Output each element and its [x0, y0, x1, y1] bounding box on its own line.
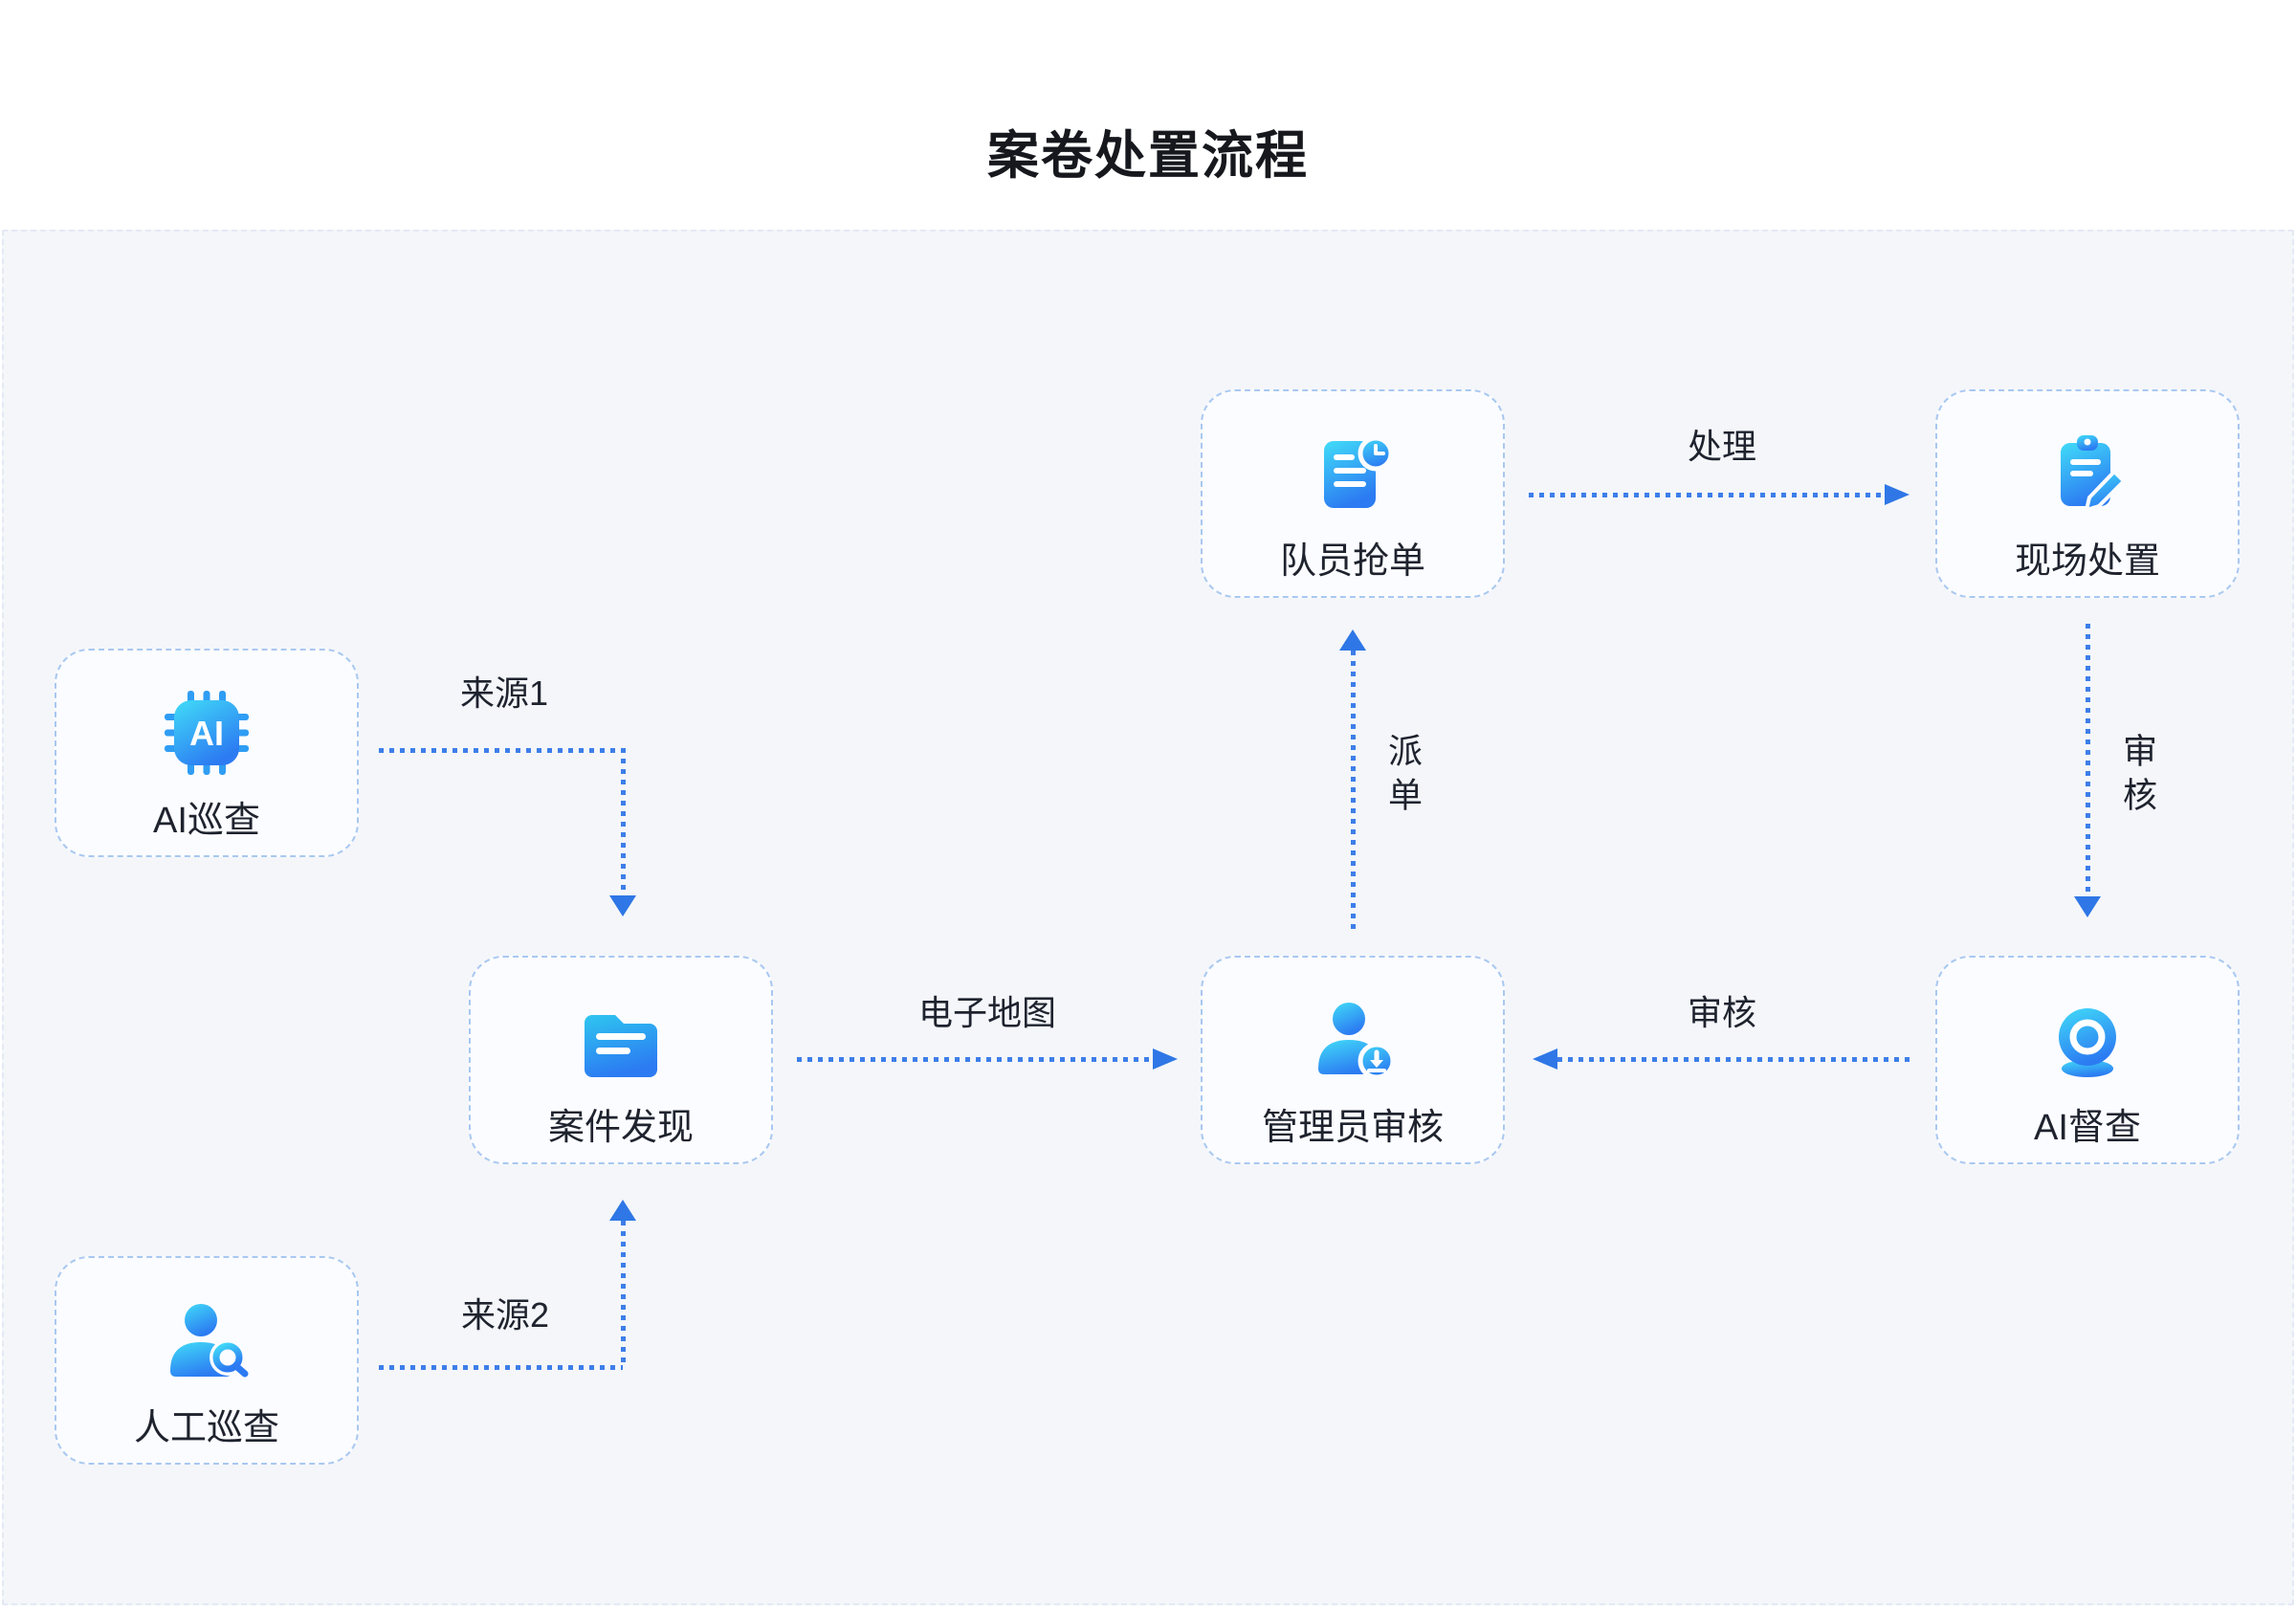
node-label: 案件发现 — [547, 1108, 694, 1148]
diagram-title: 案卷处置流程 — [987, 127, 1309, 185]
node-team-grab-order: 队员抢单 — [1201, 389, 1505, 598]
document-clock-icon — [1324, 435, 1394, 508]
arrowhead-up-icon — [609, 1200, 636, 1221]
node-label: 人工巡查 — [133, 1408, 279, 1448]
edge-label-process: 处理 — [1687, 427, 1757, 466]
edge-label-source1: 来源1 — [459, 673, 549, 713]
edge-label-dispatch: 派单 — [1383, 733, 1423, 821]
edge-line — [379, 1365, 623, 1370]
node-ai-patrol: AI AI巡查 — [55, 649, 359, 857]
edge-line — [1351, 651, 1356, 930]
edge-label-source2: 来源2 — [460, 1295, 550, 1335]
node-case-discovery: 案件发现 — [469, 956, 773, 1164]
edge-line — [379, 748, 623, 753]
webcam-icon — [2059, 1008, 2116, 1077]
folder-icon — [585, 1015, 657, 1077]
diagram-panel — [2, 230, 2294, 1605]
svg-text:AI: AI — [189, 714, 224, 753]
node-admin-review: 管理员审核 — [1201, 956, 1505, 1164]
node-label: 现场处置 — [2014, 541, 2160, 582]
ai-chip-icon: AI — [165, 691, 249, 775]
edge-line — [1529, 493, 1885, 497]
arrowhead-up-icon — [1339, 629, 1366, 651]
edge-label-emap: 电子地图 — [917, 993, 1057, 1032]
arrowhead-right-icon — [1885, 484, 1910, 505]
clipboard-pen-icon — [2061, 435, 2126, 512]
node-label: 队员抢单 — [1279, 541, 1425, 582]
arrowhead-right-icon — [1153, 1048, 1178, 1070]
arrowhead-down-icon — [2074, 896, 2101, 917]
edge-line — [1557, 1057, 1915, 1062]
edge-line — [797, 1057, 1153, 1062]
edge-label-review-vertical: 审核 — [2118, 733, 2157, 821]
edge-line — [621, 1221, 626, 1365]
node-label: 管理员审核 — [1261, 1108, 1444, 1148]
edge-line — [621, 748, 626, 894]
node-ai-supervision: AI督查 — [1935, 956, 2240, 1164]
person-download-icon — [1318, 1003, 1396, 1080]
node-label: AI巡查 — [153, 801, 260, 841]
edge-line — [2086, 624, 2090, 896]
arrowhead-left-icon — [1533, 1048, 1557, 1070]
edge-label-review: 审核 — [1687, 993, 1757, 1032]
node-onsite-disposal: 现场处置 — [1935, 389, 2240, 598]
arrowhead-down-icon — [609, 895, 636, 916]
person-search-icon — [170, 1304, 249, 1378]
node-label: AI督查 — [2034, 1108, 2141, 1148]
node-manual-patrol: 人工巡查 — [55, 1256, 359, 1465]
